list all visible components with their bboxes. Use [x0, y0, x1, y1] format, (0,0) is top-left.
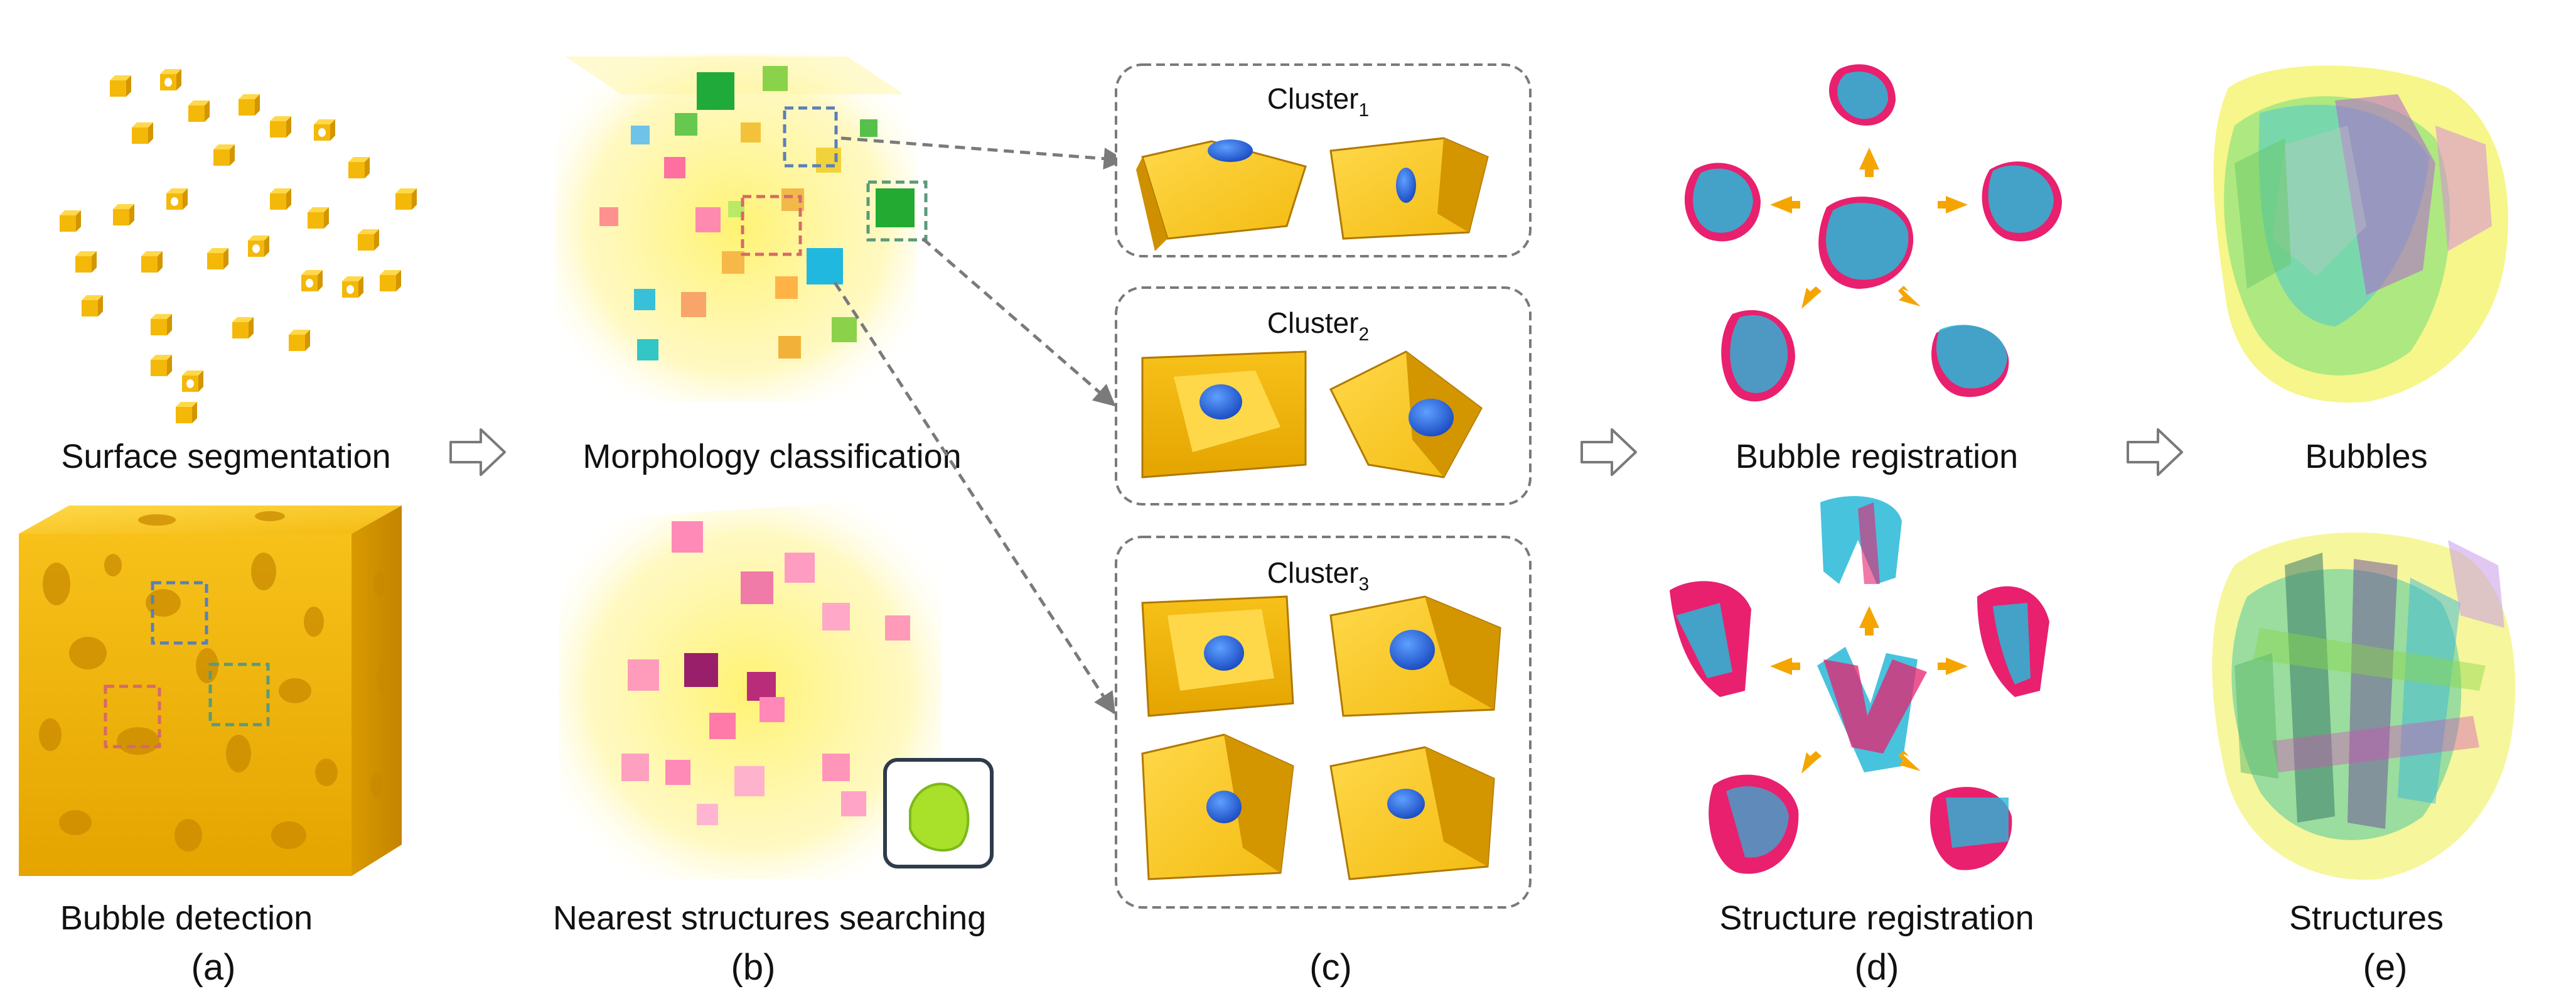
structure-center	[1817, 647, 1927, 772]
caption-structures: Structures	[2289, 899, 2444, 937]
morphology-box-red	[741, 195, 802, 256]
flow-arrow-c-d	[1580, 428, 1637, 476]
structure-left	[1670, 581, 1751, 697]
panel-a: Surface segmentation	[19, 69, 417, 988]
cluster-2-shape-a	[1141, 350, 1307, 479]
detection-box-blue	[151, 581, 208, 645]
bubble-bottom-right	[1931, 325, 2009, 398]
structure-reg-arrows	[1770, 606, 1968, 774]
morphology-box-green	[866, 180, 928, 242]
bubble-right	[1982, 161, 2062, 242]
panel-b: Morphology classification	[553, 53, 994, 988]
bubble-left	[1684, 163, 1761, 242]
bubble-registration	[1684, 64, 2062, 402]
cluster-2-box: Cluster2	[1115, 286, 1532, 506]
cluster-1-index: 1	[1359, 100, 1370, 121]
cluster-1-label: Cluster	[1267, 82, 1359, 115]
cluster-1-shape-b	[1329, 137, 1489, 240]
cluster-3-shape-a	[1141, 595, 1294, 717]
svg-text:Cluster3: Cluster3	[1267, 556, 1369, 595]
cluster-3-shape-d	[1329, 746, 1495, 880]
cluster-3-index: 3	[1359, 574, 1370, 595]
cluster-1-shape-a	[1136, 139, 1307, 251]
bubble-bottom-left	[1721, 310, 1795, 402]
svg-text:Cluster2: Cluster2	[1267, 306, 1369, 345]
connectors-b-c	[833, 136, 1126, 715]
svg-text:Cluster1: Cluster1	[1267, 82, 1369, 121]
porous-cube	[19, 506, 402, 876]
bubble-center	[1818, 197, 1914, 289]
nearest-structure-shape	[909, 782, 970, 852]
detection-box-red	[104, 684, 161, 749]
caption-bubbles: Bubbles	[2305, 438, 2427, 475]
nearest-structures-volume	[559, 502, 994, 879]
structure-top	[1820, 496, 1902, 584]
panel-label-a: (a)	[191, 947, 236, 988]
segmented-surfaces	[60, 69, 417, 423]
structure-registration	[1670, 496, 2049, 874]
structure-bottom-left	[1709, 774, 1799, 874]
panel-e: Bubbles Structures (e)	[2212, 65, 2516, 988]
bubbles-overlay	[2213, 65, 2508, 403]
flow-arrow-a-b	[449, 428, 506, 476]
panel-label-e: (e)	[2363, 947, 2408, 988]
flow-arrow-d-e	[2127, 428, 2183, 476]
cluster-2-label: Cluster	[1267, 306, 1359, 339]
bubble-reg-arrows	[1770, 148, 1968, 309]
cluster-3-box: Cluster3	[1115, 536, 1532, 909]
cluster-1-box: Cluster1	[1115, 63, 1532, 257]
caption-morphology-classification: Morphology classification	[582, 438, 961, 475]
panel-label-c: (c)	[1309, 947, 1352, 988]
panel-label-b: (b)	[731, 947, 776, 988]
cluster-2-index: 2	[1359, 324, 1370, 345]
detection-box-green	[208, 663, 270, 727]
caption-nearest-structures: Nearest structures searching	[553, 899, 986, 937]
caption-bubble-detection: Bubble detection	[60, 899, 313, 937]
structures-overlay	[2212, 532, 2516, 880]
cluster-2-shape-b	[1329, 350, 1483, 479]
caption-surface-segmentation: Surface segmentation	[61, 438, 390, 475]
classification-volume	[555, 53, 928, 402]
cluster-3-label: Cluster	[1267, 556, 1359, 589]
caption-bubble-registration: Bubble registration	[1736, 438, 2018, 475]
structure-right	[1977, 586, 2049, 697]
cluster-3-shape-c	[1141, 733, 1294, 880]
structure-bottom-right	[1929, 787, 2012, 870]
panel-label-d: (d)	[1855, 947, 1899, 988]
panel-d: Bubble registration	[1670, 64, 2062, 988]
panel-c: Cluster1 Cluster2	[1115, 63, 1532, 988]
cluster-3-shape-b	[1329, 595, 1501, 717]
bubble-top	[1828, 64, 1896, 126]
caption-structure-registration: Structure registration	[1719, 899, 2034, 937]
